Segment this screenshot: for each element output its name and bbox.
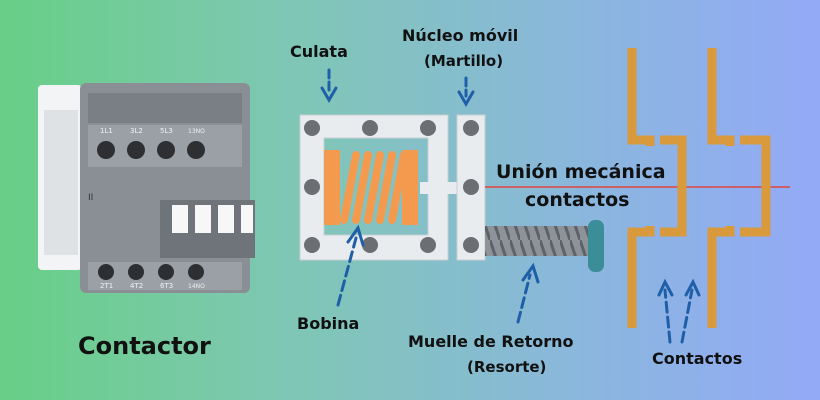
bolt: [362, 120, 378, 136]
label-union-mecanica: Unión mecánica: [496, 161, 666, 183]
label-martillo: (Martillo): [424, 52, 504, 70]
contactor-top-ridge: [88, 93, 242, 123]
terminal-screw: [187, 141, 205, 159]
terminal-label-top: 5L3: [160, 127, 173, 135]
terminal-screw: [97, 141, 115, 159]
label-contactos: Contactos: [652, 349, 743, 368]
bolt: [420, 237, 436, 253]
moving-contacts: [660, 135, 771, 237]
arrow-head: [521, 262, 540, 284]
arrow-head: [320, 86, 338, 103]
arrow-muelle: [516, 273, 532, 324]
terminal-label-top: 13NO: [188, 128, 205, 135]
contactor-side-panel: [44, 110, 78, 255]
spring-piston: [588, 220, 604, 272]
contactor-slider: [218, 205, 234, 233]
terminal-label-bottom: 2T1: [100, 282, 113, 290]
arrow-bobina: [336, 236, 358, 307]
terminal-screw: [128, 264, 144, 280]
terminal-label-bottom: 4T2: [130, 282, 143, 290]
arrow-contacto-1: [663, 288, 672, 344]
label-culata: Culata: [290, 42, 348, 61]
bolt: [463, 237, 479, 253]
arrow-head: [657, 278, 674, 297]
contactor-slider: [195, 205, 211, 233]
callout-arrows: [320, 68, 701, 344]
return-spring: [485, 226, 590, 256]
terminal-screw: [158, 264, 174, 280]
terminal-screw: [157, 141, 175, 159]
bolt: [304, 120, 320, 136]
terminal-screw: [127, 141, 145, 159]
contactor-slider: [172, 205, 188, 233]
bolt: [463, 120, 479, 136]
contactor-image: 1L1 3L2 5L3 13NO 2T1 4T2 6T3 14NO II: [38, 83, 255, 293]
side-mark: II: [88, 193, 93, 203]
bolt: [463, 179, 479, 195]
bolt: [420, 120, 436, 136]
label-contactor: Contactor: [78, 332, 211, 360]
label-resorte: (Resorte): [467, 358, 547, 376]
terminal-screw: [188, 264, 204, 280]
arrow-head: [346, 224, 365, 247]
label-bobina: Bobina: [297, 314, 360, 333]
fixed-contacts: [627, 48, 735, 328]
yoke-bridge: [420, 182, 460, 194]
terminal-label-bottom: 6T3: [160, 282, 173, 290]
arrow-head: [457, 90, 475, 107]
label-union-contactos: contactos: [525, 189, 630, 211]
coil: [324, 150, 418, 225]
terminal-screw: [98, 264, 114, 280]
bolt: [304, 179, 320, 195]
label-nucleo-movil: Núcleo móvil: [402, 26, 519, 45]
terminal-label-bottom: 14NO: [188, 283, 205, 290]
bolt: [362, 237, 378, 253]
arrow-head: [684, 278, 701, 297]
label-muelle-retorno: Muelle de Retorno: [408, 332, 574, 351]
arrow-contacto-2: [680, 288, 694, 344]
bolt: [304, 237, 320, 253]
terminal-label-top: 3L2: [130, 127, 143, 135]
contactor-slider: [241, 205, 253, 233]
terminal-label-top: 1L1: [100, 127, 113, 135]
